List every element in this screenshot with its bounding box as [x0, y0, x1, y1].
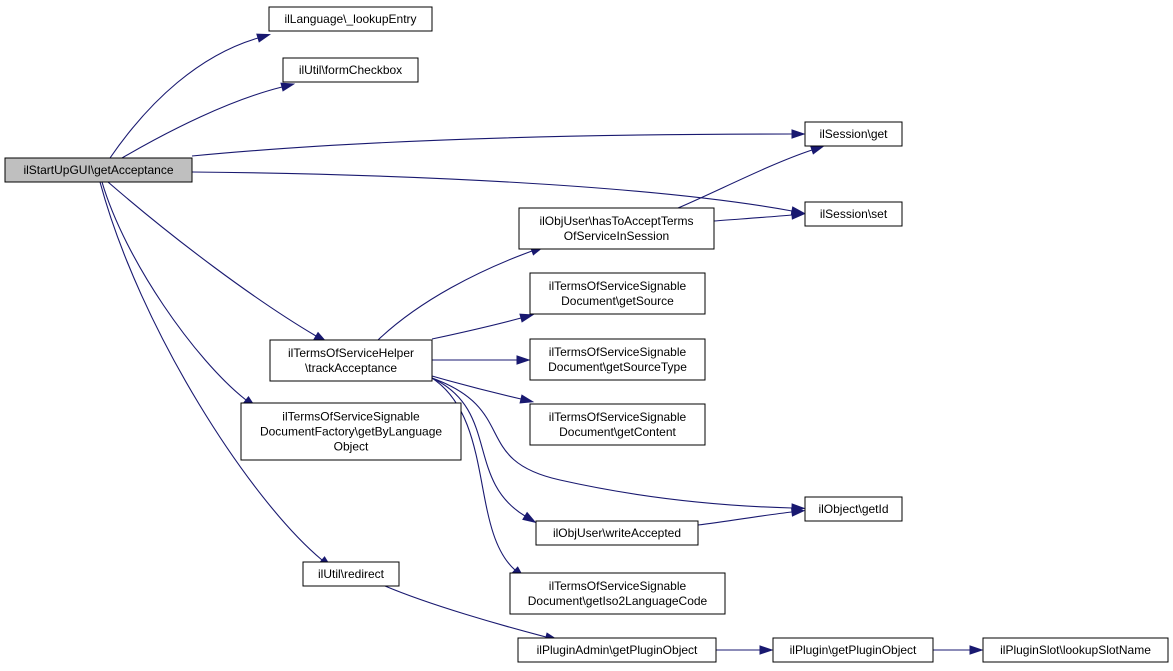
- node-box: [302, 561, 400, 587]
- node-label-line: ilTermsOfServiceSignable: [549, 410, 687, 424]
- node-box: [269, 339, 433, 382]
- edge-hasToAccept-to-sessGet: [677, 149, 813, 209]
- edge-writeAccepted-to-getId: [697, 511, 793, 526]
- node-root[interactable]: ilStartUpGUI\getAcceptance: [4, 157, 193, 183]
- node-label-line: ilTermsOfServiceSignable: [549, 279, 687, 293]
- edge-tosHelper-to-getContent: [431, 375, 522, 400]
- edge-hasToAccept-to-sessSet-arrowhead: [791, 210, 806, 220]
- node-box: [509, 572, 726, 615]
- node-box: [529, 403, 706, 446]
- node-box: [517, 637, 717, 663]
- node-label-line: Object: [334, 440, 369, 454]
- edge-pluginAdmin-to-plugin-arrowhead: [759, 645, 774, 655]
- node-tosHelper[interactable]: ilTermsOfServiceHelper\trackAcceptance: [269, 339, 433, 382]
- node-label-line: ilTermsOfServiceHelper: [288, 346, 414, 360]
- node-label-line: ilSession\get: [819, 127, 888, 141]
- node-label-line: ilStartUpGUI\getAcceptance: [23, 163, 173, 177]
- node-plugin[interactable]: ilPlugin\getPluginObject: [772, 637, 934, 663]
- node-lookupSlot[interactable]: ilPluginSlot\lookupSlotName: [982, 637, 1169, 663]
- node-writeAccepted[interactable]: ilObjUser\writeAccepted: [535, 520, 699, 546]
- node-box: [772, 637, 934, 663]
- node-factory[interactable]: ilTermsOfServiceSignableDocumentFactory\…: [240, 402, 462, 461]
- edge-root-to-formCheckbox: [121, 86, 283, 159]
- node-label-line: Document\getSource: [561, 294, 674, 308]
- nodes-layer: ilStartUpGUI\getAcceptance ilLanguage\_lo…: [4, 6, 1169, 663]
- node-box: [804, 496, 903, 522]
- node-label-line: Document\getSourceType: [548, 360, 687, 374]
- edge-root-to-lookupEntry: [109, 37, 259, 159]
- node-label-line: DocumentFactory\getByLanguage: [260, 425, 442, 439]
- node-label-line: ilSession\set: [820, 207, 888, 221]
- node-box: [535, 520, 699, 546]
- edge-root-to-sessGet: [191, 133, 793, 157]
- node-label-line: ilPlugin\getPluginObject: [790, 643, 917, 657]
- edge-tosHelper-to-getSource: [431, 317, 522, 340]
- edge-root-to-redirect: [99, 181, 323, 561]
- node-sessSet[interactable]: ilSession\set: [804, 201, 903, 227]
- node-label-line: ilObject\getId: [818, 502, 888, 516]
- edge-hasToAccept-to-sessSet: [713, 214, 793, 222]
- node-label-line: Document\getIso2LanguageCode: [528, 594, 708, 608]
- node-box: [268, 6, 433, 32]
- node-box: [518, 207, 715, 250]
- node-getIso2[interactable]: ilTermsOfServiceSignableDocument\getIso2…: [509, 572, 726, 615]
- edge-root-to-sessGet-arrowhead: [791, 129, 806, 139]
- node-label-line: \trackAcceptance: [305, 361, 397, 375]
- node-box: [529, 338, 706, 381]
- node-box: [529, 272, 706, 315]
- node-getSourceType[interactable]: ilTermsOfServiceSignableDocument\getSour…: [529, 338, 706, 381]
- node-label-line: ilTermsOfServiceSignable: [282, 410, 420, 424]
- node-label-line: ilUtil\redirect: [318, 567, 385, 581]
- edge-tosHelper-to-getIso2: [431, 377, 516, 571]
- node-label-line: ilPluginSlot\lookupSlotName: [1000, 643, 1151, 657]
- node-label-line: ilUtil\formCheckbox: [299, 63, 402, 77]
- node-getSource[interactable]: ilTermsOfServiceSignableDocument\getSour…: [529, 272, 706, 315]
- edge-plugin-to-lookupSlot-arrowhead: [969, 645, 984, 655]
- node-label-line: OfServiceInSession: [564, 229, 669, 243]
- node-getContent[interactable]: ilTermsOfServiceSignableDocument\getCont…: [529, 403, 706, 446]
- node-box: [804, 121, 903, 147]
- edge-tosHelper-to-writeAccepted-arrowhead: [522, 511, 537, 524]
- edge-root-to-sessSet: [191, 171, 793, 212]
- node-hasToAccept[interactable]: ilObjUser\hasToAcceptTermsOfServiceInSes…: [518, 207, 715, 250]
- edge-tosHelper-to-getId: [431, 377, 793, 509]
- edge-root-to-lookupEntry-arrowhead: [256, 33, 272, 43]
- node-lookupEntry[interactable]: ilLanguage\_lookupEntry: [268, 6, 433, 32]
- node-label-line: ilObjUser\writeAccepted: [553, 526, 681, 540]
- node-label-line: Document\getContent: [559, 425, 676, 439]
- node-label-line: ilObjUser\hasToAcceptTerms: [539, 214, 693, 228]
- edge-root-to-factory: [101, 181, 247, 401]
- edge-tosHelper-to-getSource-arrowhead: [519, 313, 535, 323]
- node-box: [804, 201, 903, 227]
- node-label-line: ilTermsOfServiceSignable: [549, 345, 687, 359]
- edge-hasToAccept-to-sessGet-arrowhead: [810, 145, 825, 155]
- edge-root-to-formCheckbox-arrowhead: [280, 82, 296, 92]
- node-sessGet[interactable]: ilSession\get: [804, 121, 903, 147]
- node-label-line: ilLanguage\_lookupEntry: [284, 12, 416, 26]
- edge-tosHelper-to-getSourceType-arrowhead: [516, 355, 531, 365]
- edge-redirect-to-pluginAdmin: [384, 585, 547, 638]
- edge-tosHelper-to-getContent-arrowhead: [519, 394, 535, 404]
- edge-tosHelper-to-hasToAccept: [377, 250, 533, 341]
- node-getId[interactable]: ilObject\getId: [804, 496, 903, 522]
- node-box: [982, 637, 1169, 663]
- edge-root-to-tosHelper: [107, 181, 317, 337]
- node-pluginAdmin[interactable]: ilPluginAdmin\getPluginObject: [517, 637, 717, 663]
- node-redirect[interactable]: ilUtil\redirect: [302, 561, 400, 587]
- node-formCheckbox[interactable]: ilUtil\formCheckbox: [282, 57, 419, 83]
- node-box: [282, 57, 419, 83]
- edges-layer: [99, 33, 984, 655]
- edge-tosHelper-to-writeAccepted: [431, 377, 526, 517]
- node-label-line: ilTermsOfServiceSignable: [549, 579, 687, 593]
- node-box: [240, 402, 462, 461]
- edge-writeAccepted-to-getId-arrowhead: [790, 507, 806, 517]
- node-box: [4, 157, 193, 183]
- node-label-line: ilPluginAdmin\getPluginObject: [537, 643, 698, 657]
